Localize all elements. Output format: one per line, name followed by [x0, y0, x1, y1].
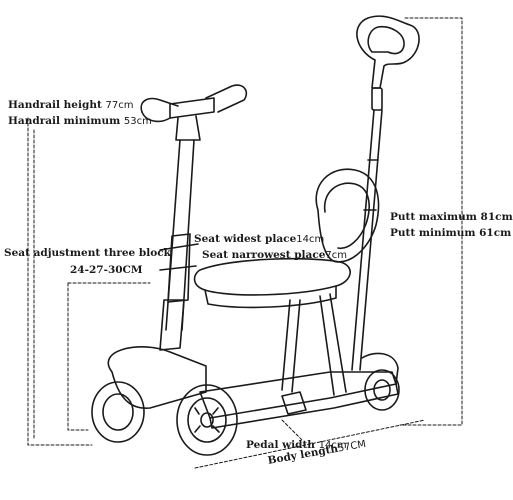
pedal-width-text: Pedal width — [246, 439, 315, 451]
handrail-height-text: Handrail height — [8, 99, 102, 111]
dimension-lines — [27, 17, 463, 469]
putt-minimum-label: Putt minimum 61cm — [390, 227, 512, 239]
scooter-dimension-diagram: Handrail height 77cm Handrail minimum 53… — [4, 15, 513, 469]
seat-adjustment-values: 24-27-30CM — [70, 264, 143, 276]
seat — [193, 168, 380, 396]
pedal-width-value: 14cm — [318, 440, 347, 451]
handrail-minimum-text: Handrail minimum — [8, 115, 121, 127]
handrail-height-line — [27, 117, 93, 446]
handrail-minimum-label: Handrail minimum 53cm — [8, 116, 152, 127]
seat-narrowest-label: Seat narrowest place7cm — [202, 250, 347, 261]
seat-widest-label: Seat widest place14cm — [194, 234, 324, 245]
putt-height-line — [399, 17, 463, 426]
push-handle — [351, 15, 420, 371]
handlebar — [140, 84, 248, 351]
seat-widest-text: Seat widest place — [194, 233, 297, 245]
handrail-minimum-value: 53cm — [123, 116, 152, 127]
pedal-width-line — [281, 419, 303, 441]
seat-widest-value: 14cm — [296, 234, 325, 245]
seat-narrowest-value: 7cm — [325, 250, 348, 261]
putt-maximum-label: Putt maximum 81cm — [390, 211, 513, 223]
seat-adjust-line — [67, 282, 89, 431]
deck — [199, 371, 399, 429]
seat-adjustment-label: Seat adjustment three block — [4, 247, 171, 259]
scooter-drawing — [27, 15, 463, 469]
handrail-height-label: Handrail height 77cm — [8, 100, 133, 111]
handrail-height-value: 77cm — [105, 100, 134, 111]
body-length-line — [194, 419, 426, 469]
wheels — [91, 346, 400, 456]
pedal-width-label: Pedal width 14cm — [246, 440, 347, 451]
seat-narrowest-text: Seat narrowest place — [202, 249, 326, 261]
